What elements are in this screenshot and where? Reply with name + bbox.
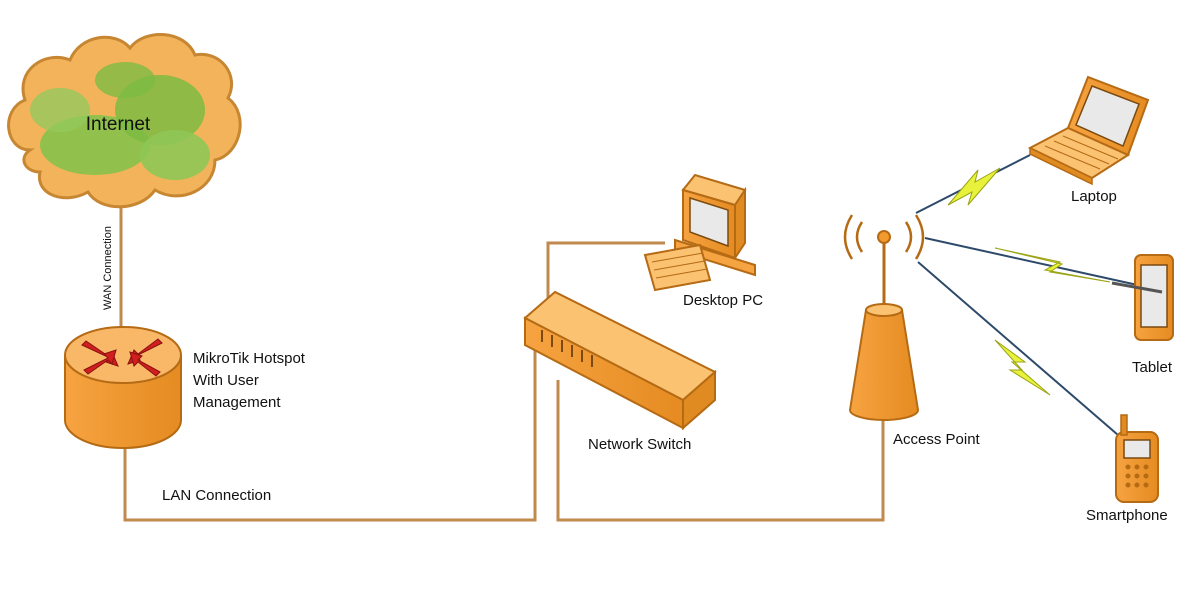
wan-connection-label: WAN Connection [102,226,114,310]
internet-cloud [7,33,242,209]
tablet-icon [1111,254,1174,341]
tablet-label: Tablet [1132,359,1173,376]
router-label: MikroTik Hotspot With User Management [193,348,343,414]
router-label-line-1: MikroTik Hotspot [193,350,305,367]
desktop-pc-label: Desktop PC [683,292,764,309]
laptop-icon [1027,75,1150,186]
wireless-link-laptop [915,154,1031,214]
access-point-label: Access Point [893,431,980,448]
smartphone-icon [1115,414,1159,503]
router-label-line-2: With User [193,372,259,389]
internet-label: Internet [85,114,151,135]
laptop-label: Laptop [1071,188,1117,205]
wireless-link-tablet [924,237,1161,291]
lan-cable [123,330,537,522]
smartphone-label: Smartphone [1086,507,1168,524]
router-icon [64,326,182,449]
desktop-pc-icon [643,173,756,292]
access-point-icon [843,214,925,421]
wireless-links [915,154,1161,436]
lan-connection-label: LAN Connection [162,487,272,504]
switch-to-ap-cable [556,380,885,522]
wireless-link-smartphone [917,261,1119,436]
network-switch-label: Network Switch [588,436,692,453]
router-label-line-3: Management [193,394,281,411]
network-switch-icon [523,290,717,431]
